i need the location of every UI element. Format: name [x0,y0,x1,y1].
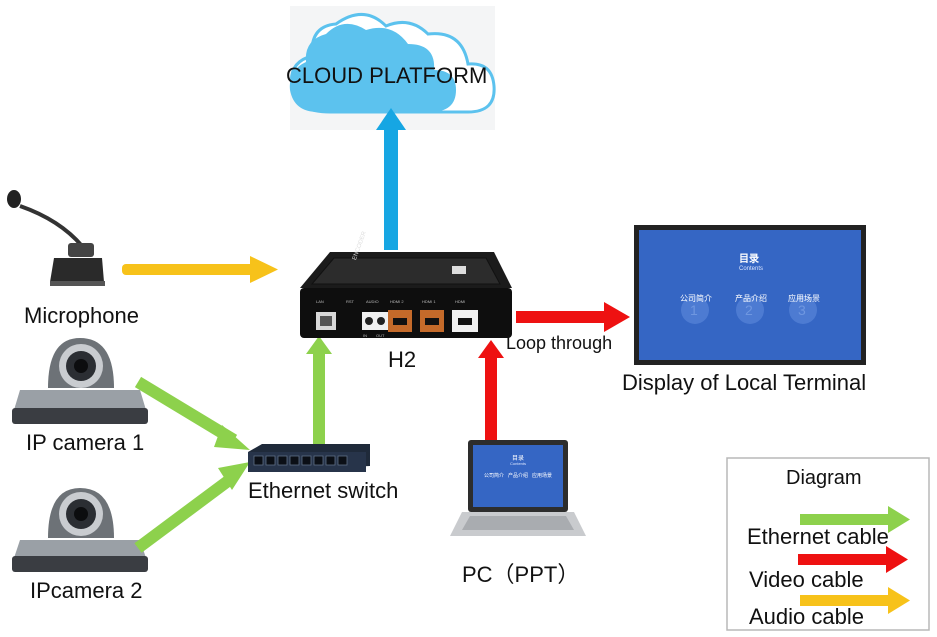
screen-number-1: 1 [690,302,698,318]
cloud-icon [289,13,496,114]
legend-video-label: Video cable [749,567,864,592]
screen-item-3: 应用场景 [788,294,820,303]
legend-ethernet-arrow [800,506,910,533]
encoder-label: H2 [388,347,417,372]
screen-title: 目录 [739,254,759,265]
switch-label: Ethernet switch [248,478,399,503]
pc-video-arrow [478,340,504,444]
audio-arrow [122,256,278,283]
pc-label: PC（PPT） [462,562,580,587]
port-out: OUT [376,333,385,338]
legend-audio-label: Audio cable [749,604,864,629]
ethernet-switch-icon [248,444,370,472]
screen-item-1: 公司简介 [680,294,712,303]
camera2-label: IPcamera 2 [30,578,143,603]
legend-ethernet-label: Ethernet cable [747,524,889,549]
screen-number-2: 2 [745,302,753,318]
screen-subtitle: Contents [739,266,764,272]
display-label: Display of Local Terminal [622,370,867,395]
camera1-icon [12,338,148,424]
switch-ethernet-arrow [306,336,332,444]
port-hdmi1: HDMI 1 [422,299,436,304]
screen-item-2: 产品介绍 [735,294,767,303]
laptop-screen-item-3: 应用场景 [532,473,553,479]
legend-video-arrow [798,546,908,573]
port-lan: LAN [316,299,324,304]
loop-video-arrow [516,302,630,332]
port-in: IN [363,333,367,338]
laptop-screen-title: 目录 [512,456,525,462]
port-rst: RST [346,299,354,304]
camera2-icon [12,488,148,572]
legend-title: Diagram [786,467,862,489]
camera1-ethernet-arrow [134,376,250,450]
laptop-icon [450,440,586,536]
port-hdmi: HDMI [455,299,466,304]
port-audio: AUDIO [366,299,379,304]
encoder-device [300,252,512,338]
camera2-ethernet-arrow [134,462,250,553]
display-icon [634,225,866,365]
upload-arrow [376,108,406,250]
microphone-label: Microphone [24,303,139,328]
cloud-label: CLOUD PLATFORM [286,63,488,88]
screen-number-3: 3 [798,302,806,318]
microphone-icon [7,190,105,286]
camera1-label: IP camera 1 [26,430,145,455]
legend-audio-arrow [800,587,910,614]
laptop-screen-subtitle: Contents [510,461,527,466]
port-hdmi2: HDMI 2 [390,299,404,304]
loop-through-label: Loop through [506,333,613,353]
laptop-screen-item-1: 公司简介 [484,473,505,479]
laptop-screen-item-2: 产品介绍 [508,473,529,479]
